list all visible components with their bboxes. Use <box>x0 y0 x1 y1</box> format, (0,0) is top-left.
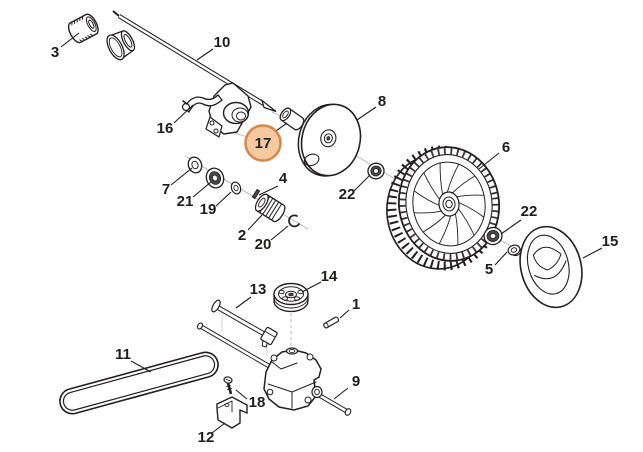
part-1-pin-drawing <box>323 316 340 329</box>
part-label-14[interactable]: 14 <box>321 268 338 285</box>
leader-22-right <box>500 219 522 235</box>
part-6-wheel-drawing <box>386 145 501 271</box>
part-label-18[interactable]: 18 <box>249 394 266 411</box>
part-12-bracket-drawing <box>216 396 248 429</box>
leader-4 <box>258 185 279 196</box>
part-label-13[interactable]: 13 <box>250 281 267 298</box>
leader-10 <box>196 48 214 61</box>
part-2-gear-drawing <box>254 193 286 223</box>
part-label-21[interactable]: 21 <box>177 193 194 210</box>
leader-12 <box>211 422 226 434</box>
part-17-bushing-drawing <box>279 107 305 131</box>
highlight-circle[interactable] <box>244 124 282 162</box>
part-label-22-left[interactable]: 22 <box>339 186 356 203</box>
leader-13 <box>235 296 252 309</box>
gearbox-housing-drawing <box>263 347 323 411</box>
leader-lines <box>60 32 603 434</box>
part-label-5[interactable]: 5 <box>485 261 493 278</box>
leader-14 <box>301 281 322 293</box>
part-labels: 3 10 16 8 7 21 19 4 2 20 22 6 22 5 15 14… <box>51 34 619 446</box>
part-13-tube-drawing <box>211 299 278 348</box>
leader-17 <box>275 122 288 132</box>
part-label-11[interactable]: 11 <box>115 346 131 363</box>
part-label-4[interactable]: 4 <box>279 170 288 187</box>
part-22-left-bearing-drawing <box>367 162 385 180</box>
part-5-nut-drawing <box>507 244 522 257</box>
part-label-2[interactable]: 2 <box>238 227 246 244</box>
part-label-6[interactable]: 6 <box>502 139 510 156</box>
part-label-19[interactable]: 19 <box>200 201 217 218</box>
part-label-16[interactable]: 16 <box>157 120 174 137</box>
part-22-right-bearing-drawing <box>483 226 503 246</box>
part-label-1[interactable]: 1 <box>352 296 360 313</box>
leader-19 <box>215 191 232 207</box>
leader-18 <box>235 389 248 400</box>
part-label-3[interactable]: 3 <box>51 44 59 61</box>
part-16-lever-drawing <box>181 94 223 114</box>
leader-3 <box>60 32 80 48</box>
leader-2 <box>247 214 263 231</box>
part-18-screw-drawing <box>223 376 233 395</box>
part-15-wheel-cap-drawing <box>519 225 583 309</box>
part-label-17[interactable]: 17 <box>255 135 272 152</box>
leader-8 <box>356 106 377 121</box>
leader-9 <box>333 387 349 400</box>
part-label-10[interactable]: 10 <box>214 34 231 51</box>
leader-20 <box>270 225 289 241</box>
part-19-washer-drawing <box>230 181 242 195</box>
leader-21 <box>192 181 212 198</box>
part-label-7[interactable]: 7 <box>162 181 170 198</box>
part-20-eclip-drawing <box>288 214 300 228</box>
part-label-9[interactable]: 9 <box>352 373 360 390</box>
part-label-8[interactable]: 8 <box>378 93 386 110</box>
part-label-12[interactable]: 12 <box>198 429 215 446</box>
leader-7 <box>170 167 193 186</box>
leader-15 <box>582 247 603 259</box>
leader-11 <box>130 360 152 373</box>
leader-16 <box>173 104 194 124</box>
leader-22-left <box>353 174 371 192</box>
part-label-22-right[interactable]: 22 <box>521 203 538 220</box>
part-label-15[interactable]: 15 <box>602 233 619 250</box>
part-8-disc-drawing <box>297 103 362 177</box>
leader-5 <box>494 251 508 266</box>
part-21-bearing-drawing <box>205 167 225 189</box>
part-4-pin-drawing <box>251 188 261 200</box>
part-14-pulley-drawing <box>273 282 309 313</box>
part-label-20[interactable]: 20 <box>255 236 272 253</box>
highlighted-part-17-marker[interactable]: 17 <box>244 124 282 162</box>
part-11-belt-drawing <box>59 351 219 415</box>
leader-1 <box>339 309 350 319</box>
leader-6 <box>478 152 500 170</box>
part-10-shaft-drawing <box>106 10 277 138</box>
